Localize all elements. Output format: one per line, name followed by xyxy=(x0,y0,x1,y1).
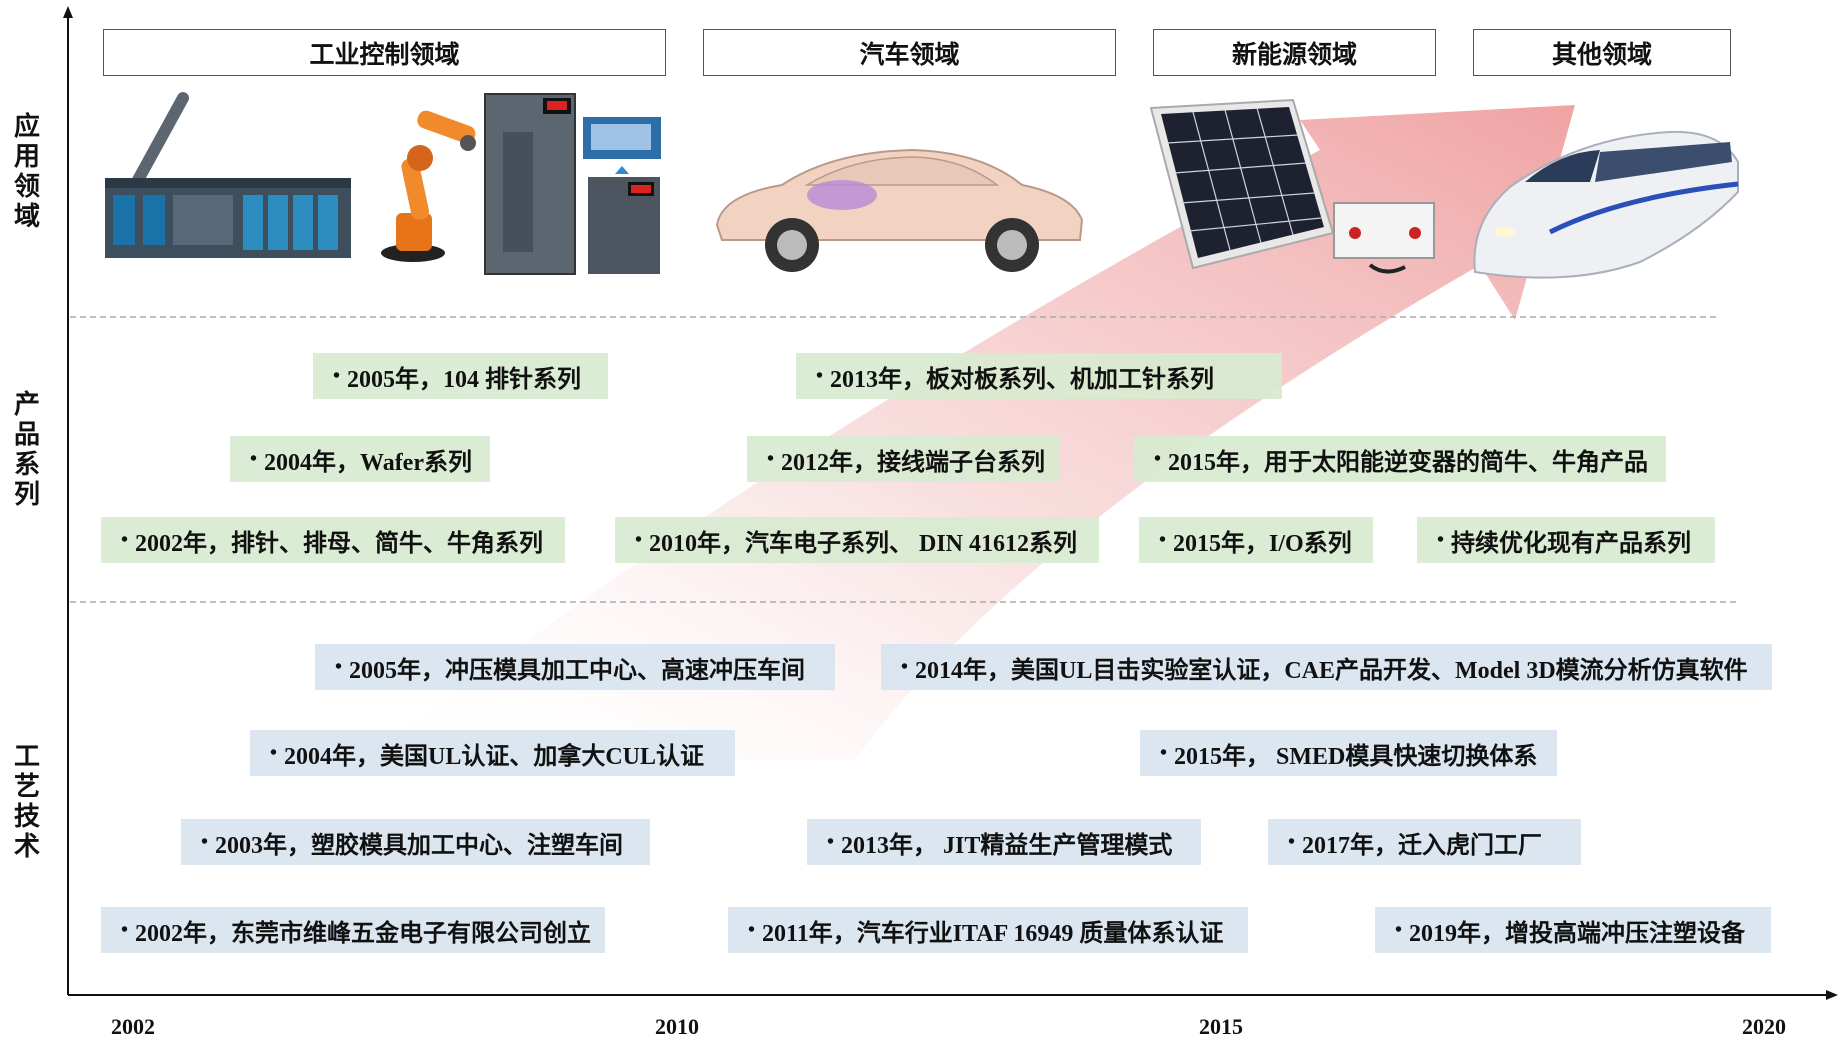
solar-panel-icon xyxy=(1149,98,1335,270)
high-speed-train-icon xyxy=(1473,130,1739,279)
servo-drive-icon xyxy=(484,93,661,275)
process-tag: 2017年，迁入虎门工厂 xyxy=(1268,819,1581,865)
car-icon xyxy=(715,148,1084,272)
inverter-icon xyxy=(1333,202,1435,274)
product-tag: 2012年，接线端子台系列 xyxy=(747,436,1059,482)
row-label-products: 产品系列 xyxy=(13,390,40,509)
y-axis-arrowhead xyxy=(63,6,73,18)
industrial-controller-icon xyxy=(105,92,351,258)
process-tag: 2019年，增投高端冲压注塑设备 xyxy=(1375,907,1771,953)
year-label: 2010 xyxy=(655,1014,699,1039)
row-label-process: 工艺技术 xyxy=(13,742,40,861)
robot-arm-icon xyxy=(381,110,476,262)
year-label: 2015 xyxy=(1199,1014,1243,1039)
domain-industrial-control: 工业控制领域 xyxy=(103,29,666,76)
process-tag: 2002年，东莞市维峰五金电子有限公司创立 xyxy=(101,907,605,953)
process-tag: 2005年，冲压模具加工中心、高速冲压车间 xyxy=(315,644,835,690)
process-tag: 2011年，汽车行业ITAF 16949 质量体系认证 xyxy=(728,907,1248,953)
row-label-application: 应用领域 xyxy=(13,112,40,231)
product-tag: 2002年，排针、排母、简牛、牛角系列 xyxy=(101,517,565,563)
growth-arrow xyxy=(330,105,1575,760)
year-label: 2020 xyxy=(1742,1014,1786,1039)
domain-automotive: 汽车领域 xyxy=(703,29,1116,76)
product-tag: 2004年，Wafer系列 xyxy=(230,436,490,482)
product-tag: 2005年，104 排针系列 xyxy=(313,353,608,399)
process-tag: 2014年，美国UL目击实验室认证，CAE产品开发、Model 3D模流分析仿真… xyxy=(881,644,1772,690)
domain-new-energy: 新能源领域 xyxy=(1153,29,1436,76)
process-tag: 2015年， SMED模具快速切换体系 xyxy=(1140,730,1557,776)
product-tag: 2013年，板对板系列、机加工针系列 xyxy=(796,353,1282,399)
product-tag: 2015年，I/O系列 xyxy=(1139,517,1373,563)
product-tag: 持续优化现有产品系列 xyxy=(1417,517,1715,563)
year-label: 2002 xyxy=(111,1014,155,1039)
domain-other: 其他领域 xyxy=(1473,29,1731,76)
x-axis-arrowhead xyxy=(1826,990,1838,1000)
product-tag: 2010年，汽车电子系列、 DIN 41612系列 xyxy=(615,517,1099,563)
product-tag: 2015年，用于太阳能逆变器的简牛、牛角产品 xyxy=(1134,436,1666,482)
process-tag: 2003年，塑胶模具加工中心、注塑车间 xyxy=(181,819,650,865)
process-tag: 2013年， JIT精益生产管理模式 xyxy=(807,819,1201,865)
process-tag: 2004年，美国UL认证、加拿大CUL认证 xyxy=(250,730,735,776)
